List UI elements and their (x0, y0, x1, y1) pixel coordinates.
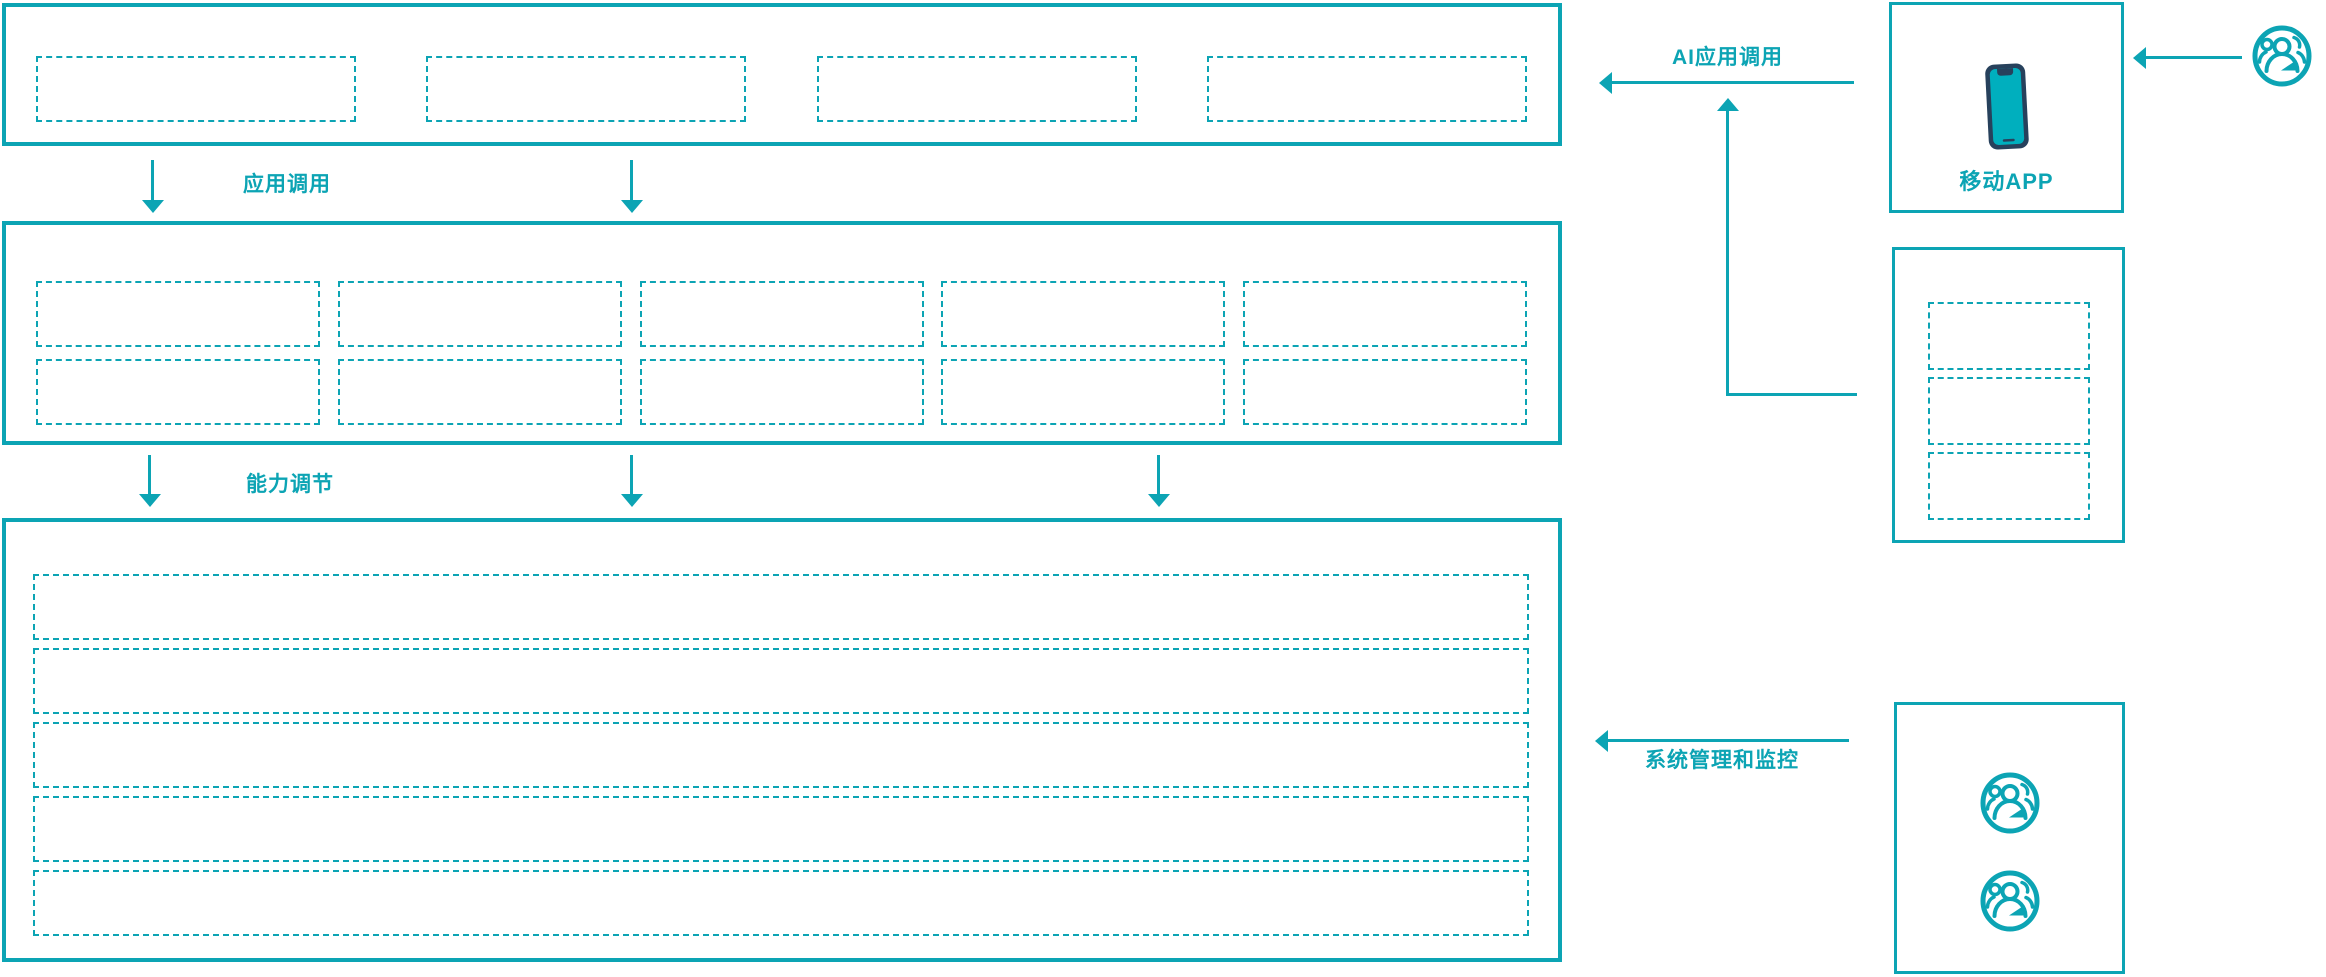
right-middle-sub-box (1927, 377, 2090, 445)
middle-layer-module-box (337, 359, 622, 425)
bottom-layer-row-box (33, 648, 1529, 714)
middle-layer-module-box (941, 359, 1226, 425)
top-layer-module-box (816, 56, 1137, 122)
flow-arrow-down (620, 160, 643, 213)
monitor-users-box (1894, 702, 2125, 974)
top-layer-module-box (36, 56, 356, 122)
flow-label-ai-app-invoke: AI应用调用 (1672, 46, 1783, 69)
middle-layer-module-box (36, 359, 320, 425)
bottom-layer-row-box (33, 796, 1529, 862)
flow-arrow-left-user (2133, 46, 2242, 69)
top-layer-module-box (426, 56, 747, 122)
mobile-app-label: 移动APP (1959, 169, 2054, 194)
middle-layer-module-box (941, 281, 1226, 347)
flow-label-capability-adjust: 能力调节 (246, 473, 334, 496)
middle-layer-module-box (337, 281, 622, 347)
middle-layer-container (2, 221, 1562, 445)
connector-line (1727, 393, 1857, 396)
smartphone-icon (1979, 60, 2034, 154)
right-middle-container (1892, 247, 2125, 543)
bottom-layer-row-box (33, 722, 1529, 788)
bottom-layer-row-box (33, 574, 1529, 640)
middle-layer-module-box (639, 359, 924, 425)
user-group-icon (1978, 868, 2042, 934)
middle-layer-module-box (639, 281, 924, 347)
flow-arrow-left-monitor (1595, 729, 1849, 752)
flow-label-app-invoke: 应用调用 (243, 173, 331, 196)
flow-arrow-down (620, 455, 643, 507)
mobile-app-box: 移动APP (1889, 2, 2124, 213)
middle-layer-box-row-2 (36, 359, 1527, 425)
right-middle-sub-box (1927, 452, 2090, 520)
flow-label-system-management: 系统管理和监控 (1645, 749, 1799, 772)
bottom-layer-rows (33, 574, 1529, 936)
flow-arrow-down (141, 160, 164, 213)
bottom-layer-row-box (33, 870, 1529, 936)
user-group-icon (2250, 23, 2314, 89)
flow-arrow-up (1716, 98, 1739, 396)
top-layer-container (2, 3, 1562, 146)
middle-layer-module-box (1243, 359, 1527, 425)
flow-arrow-down (1147, 455, 1170, 507)
top-layer-box-row (6, 7, 1558, 122)
middle-layer-module-box (1243, 281, 1527, 347)
flow-arrow-left-ai (1599, 71, 1854, 94)
user-group-icon (1978, 770, 2042, 836)
middle-layer-module-box (36, 281, 320, 347)
flow-arrow-down (138, 455, 161, 507)
right-middle-sub-box (1927, 302, 2090, 370)
middle-layer-box-row-1 (36, 281, 1527, 347)
bottom-layer-container (2, 518, 1562, 962)
top-layer-module-box (1206, 56, 1527, 122)
